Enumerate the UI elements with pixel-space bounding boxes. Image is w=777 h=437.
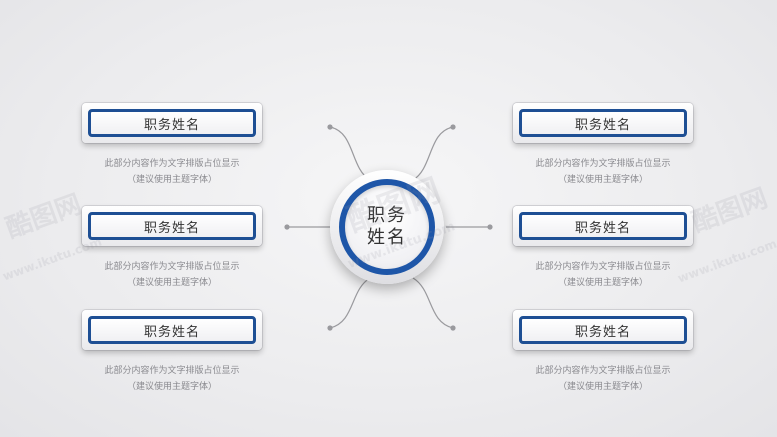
connector-dot	[284, 224, 290, 230]
node-plate: 职务姓名	[82, 310, 262, 350]
connector-dot	[487, 224, 493, 230]
node-title: 职务姓名	[519, 212, 687, 240]
node-description-line: 此部分内容作为文字排版占位显示	[535, 262, 671, 272]
node-title: 职务姓名	[519, 316, 687, 344]
node-description-line: （建议使用主题字体）	[126, 382, 217, 392]
node-description: 此部分内容作为文字排版占位显示 （建议使用主题字体）	[82, 363, 262, 395]
node-title: 职务姓名	[88, 212, 256, 240]
center-node: 职务姓名	[330, 170, 444, 284]
connector-dot	[450, 124, 456, 130]
connector-dot	[450, 325, 456, 331]
node-title: 职务姓名	[88, 109, 256, 137]
node-title: 职务姓名	[88, 316, 256, 344]
node-description: 此部分内容作为文字排版占位显示 （建议使用主题字体）	[82, 156, 262, 188]
connector-dot	[327, 124, 333, 130]
node-plate: 职务姓名	[513, 206, 693, 246]
node-description: 此部分内容作为文字排版占位显示 （建议使用主题字体）	[513, 363, 693, 395]
node-mid-right: 职务姓名 此部分内容作为文字排版占位显示 （建议使用主题字体）	[513, 206, 693, 291]
node-mid-left: 职务姓名 此部分内容作为文字排版占位显示 （建议使用主题字体）	[82, 206, 262, 291]
node-description: 此部分内容作为文字排版占位显示 （建议使用主题字体）	[513, 259, 693, 291]
node-description-line: 此部分内容作为文字排版占位显示	[104, 159, 240, 169]
node-bottom-left: 职务姓名 此部分内容作为文字排版占位显示 （建议使用主题字体）	[82, 310, 262, 395]
node-description-line: （建议使用主题字体）	[126, 175, 217, 185]
node-bottom-right: 职务姓名 此部分内容作为文字排版占位显示 （建议使用主题字体）	[513, 310, 693, 395]
node-description-line: 此部分内容作为文字排版占位显示	[104, 366, 240, 376]
connector-bottom-right	[412, 277, 454, 329]
node-description-line: 此部分内容作为文字排版占位显示	[535, 366, 671, 376]
center-ring: 职务姓名	[339, 179, 435, 275]
node-plate: 职务姓名	[82, 206, 262, 246]
connector-bottom-left	[329, 277, 371, 329]
node-plate: 职务姓名	[82, 103, 262, 143]
connector-dot	[327, 325, 333, 331]
node-description-line: 此部分内容作为文字排版占位显示	[535, 159, 671, 169]
connector-top-right	[412, 126, 454, 181]
node-description-line: （建议使用主题字体）	[557, 278, 648, 288]
node-top-right: 职务姓名 此部分内容作为文字排版占位显示 （建议使用主题字体）	[513, 103, 693, 188]
node-description: 此部分内容作为文字排版占位显示 （建议使用主题字体）	[513, 156, 693, 188]
node-plate: 职务姓名	[513, 310, 693, 350]
node-description: 此部分内容作为文字排版占位显示 （建议使用主题字体）	[82, 259, 262, 291]
node-top-left: 职务姓名 此部分内容作为文字排版占位显示 （建议使用主题字体）	[82, 103, 262, 188]
node-description-line: （建议使用主题字体）	[557, 382, 648, 392]
node-description-line: （建议使用主题字体）	[557, 175, 648, 185]
node-plate: 职务姓名	[513, 103, 693, 143]
node-description-line: 此部分内容作为文字排版占位显示	[104, 262, 240, 272]
connector-top-left	[329, 126, 371, 181]
node-title: 职务姓名	[519, 109, 687, 137]
center-title: 职务姓名	[367, 205, 407, 248]
node-description-line: （建议使用主题字体）	[126, 278, 217, 288]
